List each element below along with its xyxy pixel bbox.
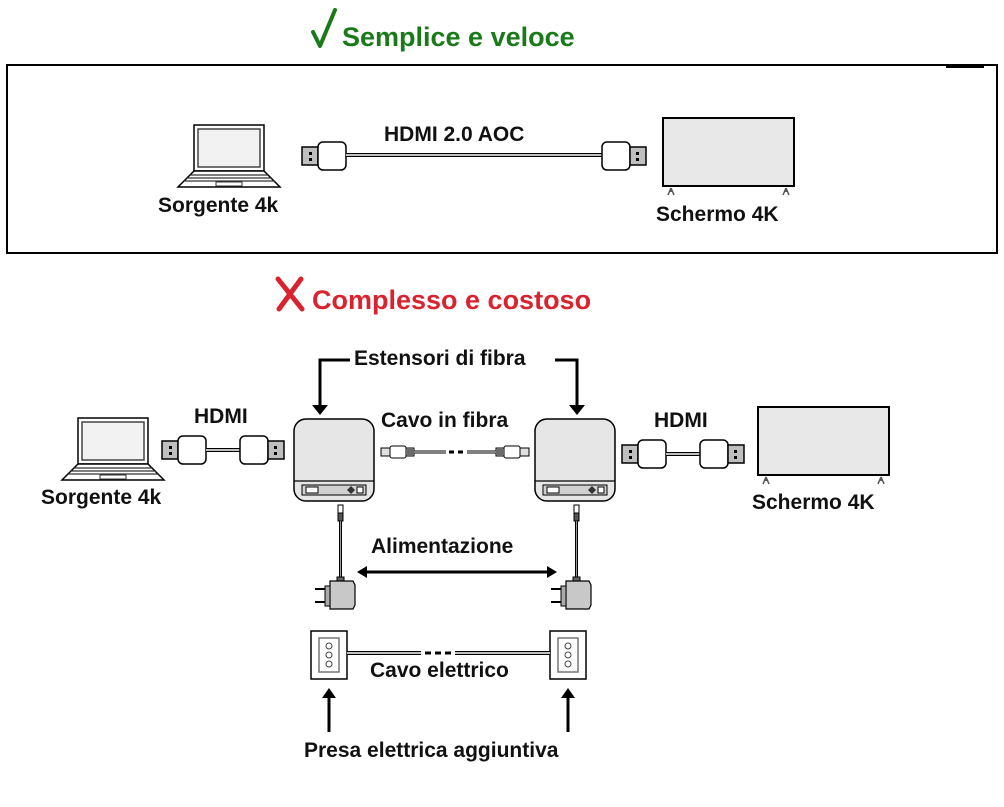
tv-icon <box>757 406 890 485</box>
hdmi-plug-icon <box>239 435 285 465</box>
checkmark-icon <box>311 8 337 48</box>
simple-setup-panel <box>6 64 998 254</box>
tv-icon <box>662 117 795 196</box>
bottom-source-label: Sorgente 4k <box>41 486 162 509</box>
laptop-icon <box>61 417 165 481</box>
top-source-label: Sorgente 4k <box>158 194 279 217</box>
hdmi-plug-icon <box>601 141 647 171</box>
power-adapter-icon <box>549 503 593 611</box>
extenders-label: Estensori di fibra <box>354 347 526 370</box>
fiber-plug-icon <box>495 445 530 459</box>
top-cable-label: HDMI 2.0 AOC <box>384 123 525 146</box>
power-label: Alimentazione <box>371 535 514 558</box>
extender-arrow-left <box>318 358 350 410</box>
power-adapter-icon <box>313 503 357 611</box>
top-title-text: Semplice e veloce <box>342 22 575 52</box>
bottom-display-label: Schermo 4K <box>752 491 875 514</box>
cross-icon <box>275 276 305 312</box>
wall-outlet-icon <box>549 630 587 680</box>
top-display-label: Schermo 4K <box>656 203 779 226</box>
panel-corner-mark <box>946 66 984 68</box>
hdmi-plug-icon <box>621 439 667 469</box>
hdmi-plug-icon <box>161 435 207 465</box>
extender-arrow-right <box>555 358 579 410</box>
bottom-title-text: Complesso e costoso <box>312 285 592 315</box>
power-cable-label: Cavo elettrico <box>370 659 509 682</box>
fiber-extender-icon <box>293 418 375 502</box>
hdmi-right-label: HDMI <box>654 409 708 432</box>
outlet-label: Presa elettrica aggiuntiva <box>304 739 559 762</box>
hdmi-left-label: HDMI <box>194 405 248 428</box>
hdmi-plug-icon <box>301 141 347 171</box>
wall-outlet-icon <box>310 630 348 680</box>
fiber-extender-icon <box>534 418 616 502</box>
laptop-icon <box>177 124 281 188</box>
hdmi-plug-icon <box>699 439 745 469</box>
fiber-cable-label: Cavo in fibra <box>381 409 509 432</box>
fiber-plug-icon <box>380 445 415 459</box>
